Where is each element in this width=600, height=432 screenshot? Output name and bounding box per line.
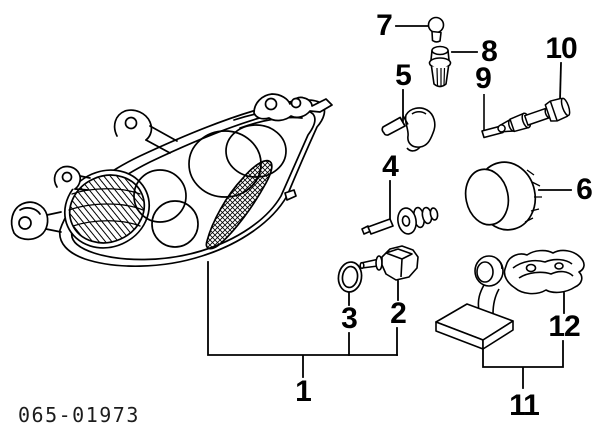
- part-2-socket-drawing: [359, 245, 419, 281]
- part-label-1: 1: [295, 375, 312, 408]
- part-label-12: 12: [548, 310, 580, 343]
- part-label-9: 9: [475, 62, 492, 95]
- part-label-4: 4: [382, 150, 399, 183]
- part-label-2: 2: [390, 297, 407, 330]
- figure-code: 065-01973: [18, 403, 140, 427]
- headlamp-assembly-drawing: [10, 93, 333, 268]
- part-12-bracket-drawing: [503, 249, 585, 295]
- part-label-6: 6: [576, 173, 593, 206]
- part-3-oring-drawing: [337, 261, 363, 293]
- callout-lines: [207, 25, 572, 389]
- part-11-igniter-drawing: [435, 255, 514, 350]
- part-8-socket-drawing: [428, 45, 452, 88]
- part-label-3: 3: [341, 302, 358, 335]
- part-label-11: 11: [509, 389, 540, 422]
- part-label-7: 7: [376, 9, 393, 42]
- part-5-bulb-drawing: [381, 107, 436, 152]
- part-label-10: 10: [545, 32, 577, 65]
- part-label-8: 8: [481, 35, 498, 68]
- part-4-bulb-drawing: [361, 206, 439, 235]
- part-10-screw-drawing: [497, 97, 571, 133]
- part-label-5: 5: [395, 59, 412, 92]
- part-7-bulb-drawing: [427, 16, 445, 43]
- part-6-cap-drawing: [464, 161, 542, 231]
